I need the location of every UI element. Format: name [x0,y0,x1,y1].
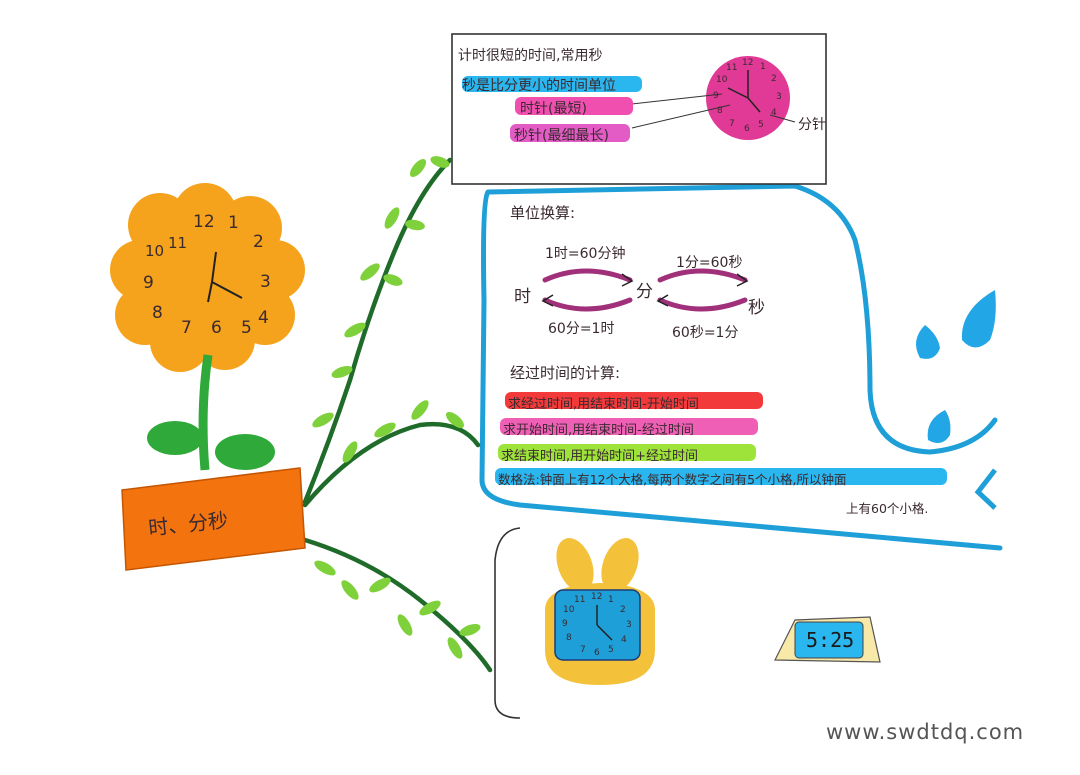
clock-number: 4 [771,108,777,118]
minute-unit: 分 [636,282,653,302]
water-drop [916,325,940,359]
clock-number: 6 [744,124,750,134]
clock-number: 11 [726,63,738,73]
clock-number: 9 [562,619,568,629]
conversion-arrows [542,268,748,312]
clock-number: 7 [580,645,586,655]
seconds-intro-line2: 秒是比分更小的时间单位 [462,78,616,94]
clock-number: 4 [258,308,269,328]
clock-number: 1 [608,595,614,605]
clock-number: 8 [152,303,163,323]
bunny-clock [545,538,655,685]
clock-number: 2 [253,232,264,252]
pointer-line [631,104,731,129]
minute-hand-label: 分针 [798,117,826,133]
blue-frame [479,183,1003,551]
clock-number: 8 [566,633,572,643]
clock-number: 4 [621,635,627,645]
vines [302,157,493,673]
clock-number: 10 [563,605,575,615]
second-hand-label: 秒针(最细最长) [514,128,609,144]
highlight-bar [495,468,947,485]
bottom-frame [494,527,521,719]
vine-leaves [312,156,481,659]
clock-number: 6 [211,318,222,338]
clock-number: 10 [716,75,728,85]
clock-number: 12 [742,58,754,68]
second-unit: 秒 [748,298,765,318]
leaf [215,434,275,470]
highlight-bar [462,76,642,92]
clock-number: 3 [626,620,632,630]
hour-hand-label: 时针(最短) [520,101,587,117]
clock-number: 11 [168,234,188,252]
clock-number: 1 [760,62,766,72]
clock-number: 6 [594,648,600,658]
clock-number: 7 [181,318,192,338]
elapsed-heading: 经过时间的计算: [510,364,621,382]
pointer-line [769,114,796,123]
clock-number: 7 [729,119,735,129]
clock-number: 1 [228,213,239,233]
flower-clock [110,183,305,372]
clock-number: 3 [776,92,782,102]
flower-pot [121,467,306,571]
seconds-intro-line1: 计时很短的时间,常用秒 [458,48,603,64]
highlight-bar [498,444,756,461]
water-drop [961,290,996,348]
highlight-bar [505,392,763,409]
clock-number: 8 [717,106,723,116]
highlight-bar [515,97,633,115]
clock-number: 2 [771,74,777,84]
hour-unit: 时 [514,287,531,307]
clock-number: 2 [620,605,626,615]
clock-number: 12 [193,212,215,232]
minute-to-hour: 60分=1时 [548,321,615,337]
highlight-bar [510,124,630,142]
clock-number: 3 [260,272,271,292]
watermark: www.swdtdq.com [826,720,1025,744]
elapsed-rule-4-cont: 上有60个小格. [846,501,929,516]
highlight-bar [500,418,758,435]
clock-number: 12 [591,592,603,602]
pink-clock [706,56,790,140]
hour-to-minute: 1时=60分钟 [545,246,626,262]
digital-clock [774,616,881,663]
flower-stem [198,354,213,471]
water-drop [927,410,951,444]
clock-number: 5 [608,645,614,655]
arrow-heads [541,273,749,307]
leaf [147,421,203,455]
minute-to-second: 1分=60秒 [676,255,743,271]
elapsed-rule-1: 求经过时间,用结束时间-开始时间 [508,397,699,412]
elapsed-rule-3: 求结束时间,用开始时间+经过时间 [501,449,699,464]
clock-number: 5 [241,318,252,338]
clock-number: 9 [143,273,154,293]
conversion-heading: 单位换算: [510,204,576,222]
clock-number: 11 [574,595,586,605]
clock-number: 5 [758,120,764,130]
clock-number: 10 [145,242,165,260]
second-to-minute: 60秒=1分 [672,325,739,341]
elapsed-rule-2: 求开始时间,用结束时间-经过时间 [503,423,694,438]
pointer-line [631,93,723,105]
elapsed-rule-4: 数格法:钟面上有12个大格,每两个数字之间有5个小格,所以钟面 [498,472,847,487]
clock-number: 9 [713,91,719,101]
water-arrow [974,468,997,510]
digital-time: 5:25 [806,628,855,652]
